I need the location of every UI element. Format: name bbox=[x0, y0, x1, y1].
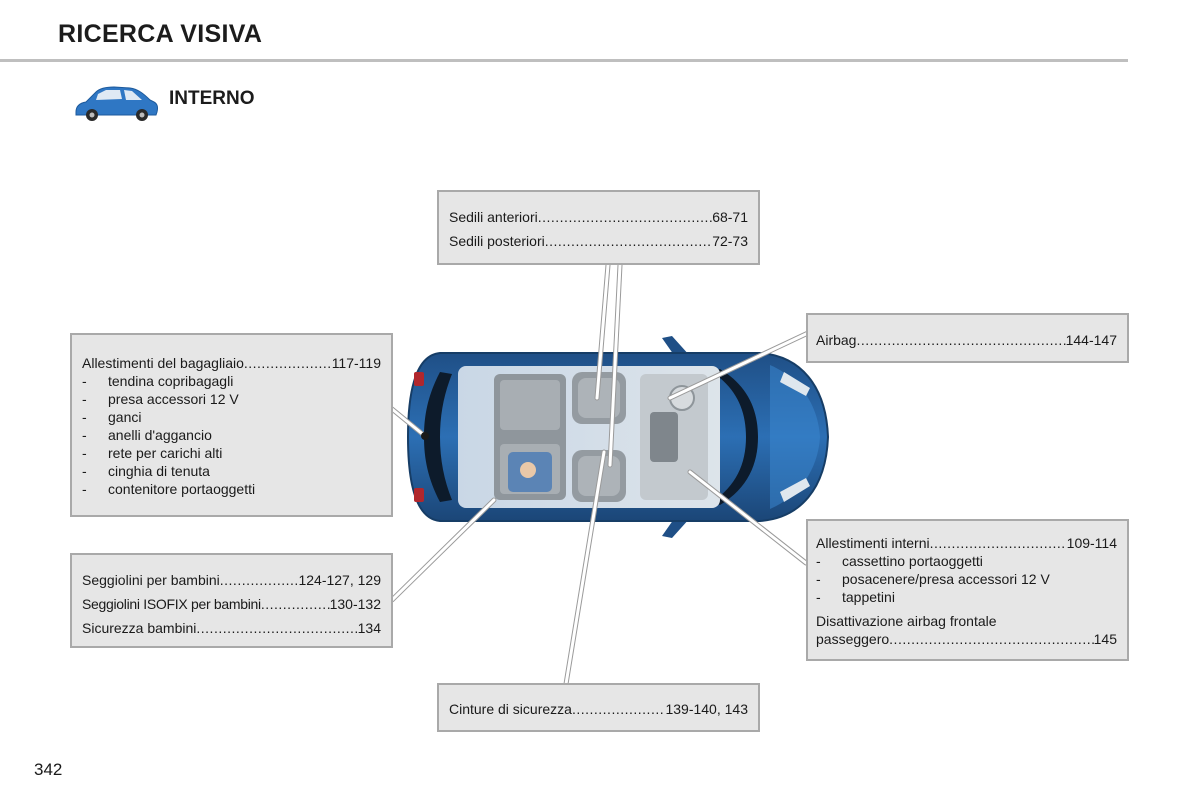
child-safety-entry: Sicurezza bambini ......................… bbox=[82, 620, 381, 636]
airbag-box: Airbag .................................… bbox=[806, 313, 1129, 363]
airbag-deactivation-line1: Disattivazione airbag frontale bbox=[816, 613, 997, 629]
rear-seats-entry: Sedili posteriori ......................… bbox=[449, 233, 748, 249]
page-title: RICERCA VISIVA bbox=[58, 20, 263, 48]
list-item: -presa accessori 12 V bbox=[82, 391, 239, 407]
section-title: INTERNO bbox=[169, 88, 255, 109]
page-number: 342 bbox=[34, 760, 63, 779]
airbag-entry: Airbag .................................… bbox=[816, 332, 1117, 348]
car-icon bbox=[75, 86, 159, 121]
interior-entry: Allestimenti interni ...................… bbox=[816, 535, 1117, 551]
list-item: -tendina copribagagli bbox=[82, 373, 234, 389]
children-box: Seggiolini per bambini .................… bbox=[70, 553, 393, 648]
interior-box: Allestimenti interni ...................… bbox=[806, 519, 1129, 661]
belts-box: Cinture di sicurezza ...................… bbox=[437, 683, 760, 732]
airbag-deactivation-entry: passeggero .............................… bbox=[816, 631, 1117, 647]
list-item: -cassettino portaoggetti bbox=[816, 553, 983, 569]
front-seats-entry: Sedili anteriori .......................… bbox=[449, 209, 748, 225]
list-item: -posacenere/presa accessori 12 V bbox=[816, 571, 1050, 587]
luggage-entry: Allestimenti del bagagliaio ............… bbox=[82, 355, 381, 371]
seats-box: Sedili anteriori .......................… bbox=[437, 190, 760, 265]
child-seats-entry: Seggiolini per bambini .................… bbox=[82, 572, 381, 588]
list-item: -tappetini bbox=[816, 589, 895, 605]
belts-entry: Cinture di sicurezza ...................… bbox=[449, 701, 748, 717]
list-item: -cinghia di tenuta bbox=[82, 463, 210, 479]
list-item: -contenitore portaoggetti bbox=[82, 481, 256, 497]
luggage-box: Allestimenti del bagagliaio ............… bbox=[70, 333, 393, 517]
list-item: -rete per carichi alti bbox=[82, 445, 223, 461]
title-rule bbox=[0, 59, 1128, 62]
isofix-seats-entry: Seggiolini ISOFIX per bambini ..........… bbox=[82, 596, 381, 612]
list-item: -anelli d'aggancio bbox=[82, 427, 212, 443]
list-item: -ganci bbox=[82, 409, 142, 425]
